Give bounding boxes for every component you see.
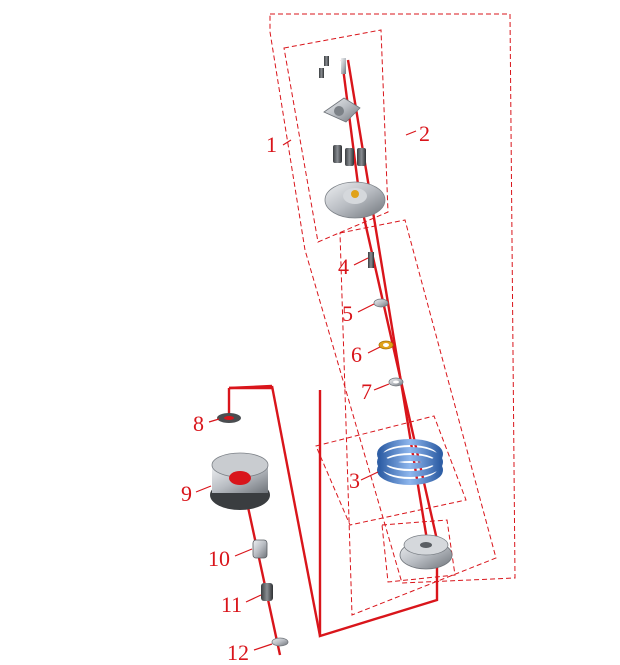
group-outline-3 <box>315 415 467 526</box>
callout-6: 6 <box>351 342 362 367</box>
clutch-basket-icon <box>210 452 270 510</box>
pressure-disc-icon <box>324 181 386 219</box>
assembly-link-top <box>228 384 273 390</box>
pressure-plate-icon <box>323 97 361 123</box>
callout-1: 1 <box>266 132 277 157</box>
leader-2 <box>405 130 417 136</box>
leader-8 <box>208 418 220 423</box>
callout-7: 7 <box>361 379 372 404</box>
callout-2: 2 <box>419 121 430 146</box>
thrust-washer-icon <box>217 413 241 423</box>
clutch-hub-icon <box>399 534 453 570</box>
clutch-plates-icon <box>377 439 443 485</box>
callout-3: 3 <box>349 468 360 493</box>
callout-9: 9 <box>181 481 192 506</box>
group-outline-assembly <box>339 219 497 616</box>
gold-washer-icon <box>378 340 394 350</box>
callout-12: 12 <box>227 640 249 665</box>
assembly-axis-upper <box>318 59 439 638</box>
callout-4: 4 <box>338 254 349 279</box>
callout-11: 11 <box>221 592 242 617</box>
bushing-icon <box>252 539 268 559</box>
small-screw-icons <box>319 56 346 78</box>
callout-5: 5 <box>342 301 353 326</box>
washer-icon <box>388 377 404 387</box>
leader-3 <box>360 471 379 481</box>
leader-7 <box>373 383 390 391</box>
leader-9 <box>195 485 212 493</box>
group-outline-hub <box>381 519 456 583</box>
assembly-link-right <box>270 385 322 637</box>
callout-10: 10 <box>208 546 230 571</box>
group-outline-2 <box>269 13 516 584</box>
leader-6 <box>367 346 381 354</box>
leader-5 <box>357 303 375 313</box>
group-outline-1 <box>283 29 389 243</box>
spacer-washer-icon <box>271 637 289 647</box>
leader-11 <box>245 594 262 603</box>
clutch-springs-icon <box>333 145 366 166</box>
bolt-icon <box>368 252 374 268</box>
leader-4 <box>353 257 369 266</box>
bearing-icon <box>373 298 389 308</box>
leader-1 <box>282 139 292 146</box>
leader-12 <box>253 643 273 651</box>
leader-10 <box>234 548 253 557</box>
callout-8: 8 <box>193 411 204 436</box>
needle-bearing-icon <box>261 583 273 601</box>
